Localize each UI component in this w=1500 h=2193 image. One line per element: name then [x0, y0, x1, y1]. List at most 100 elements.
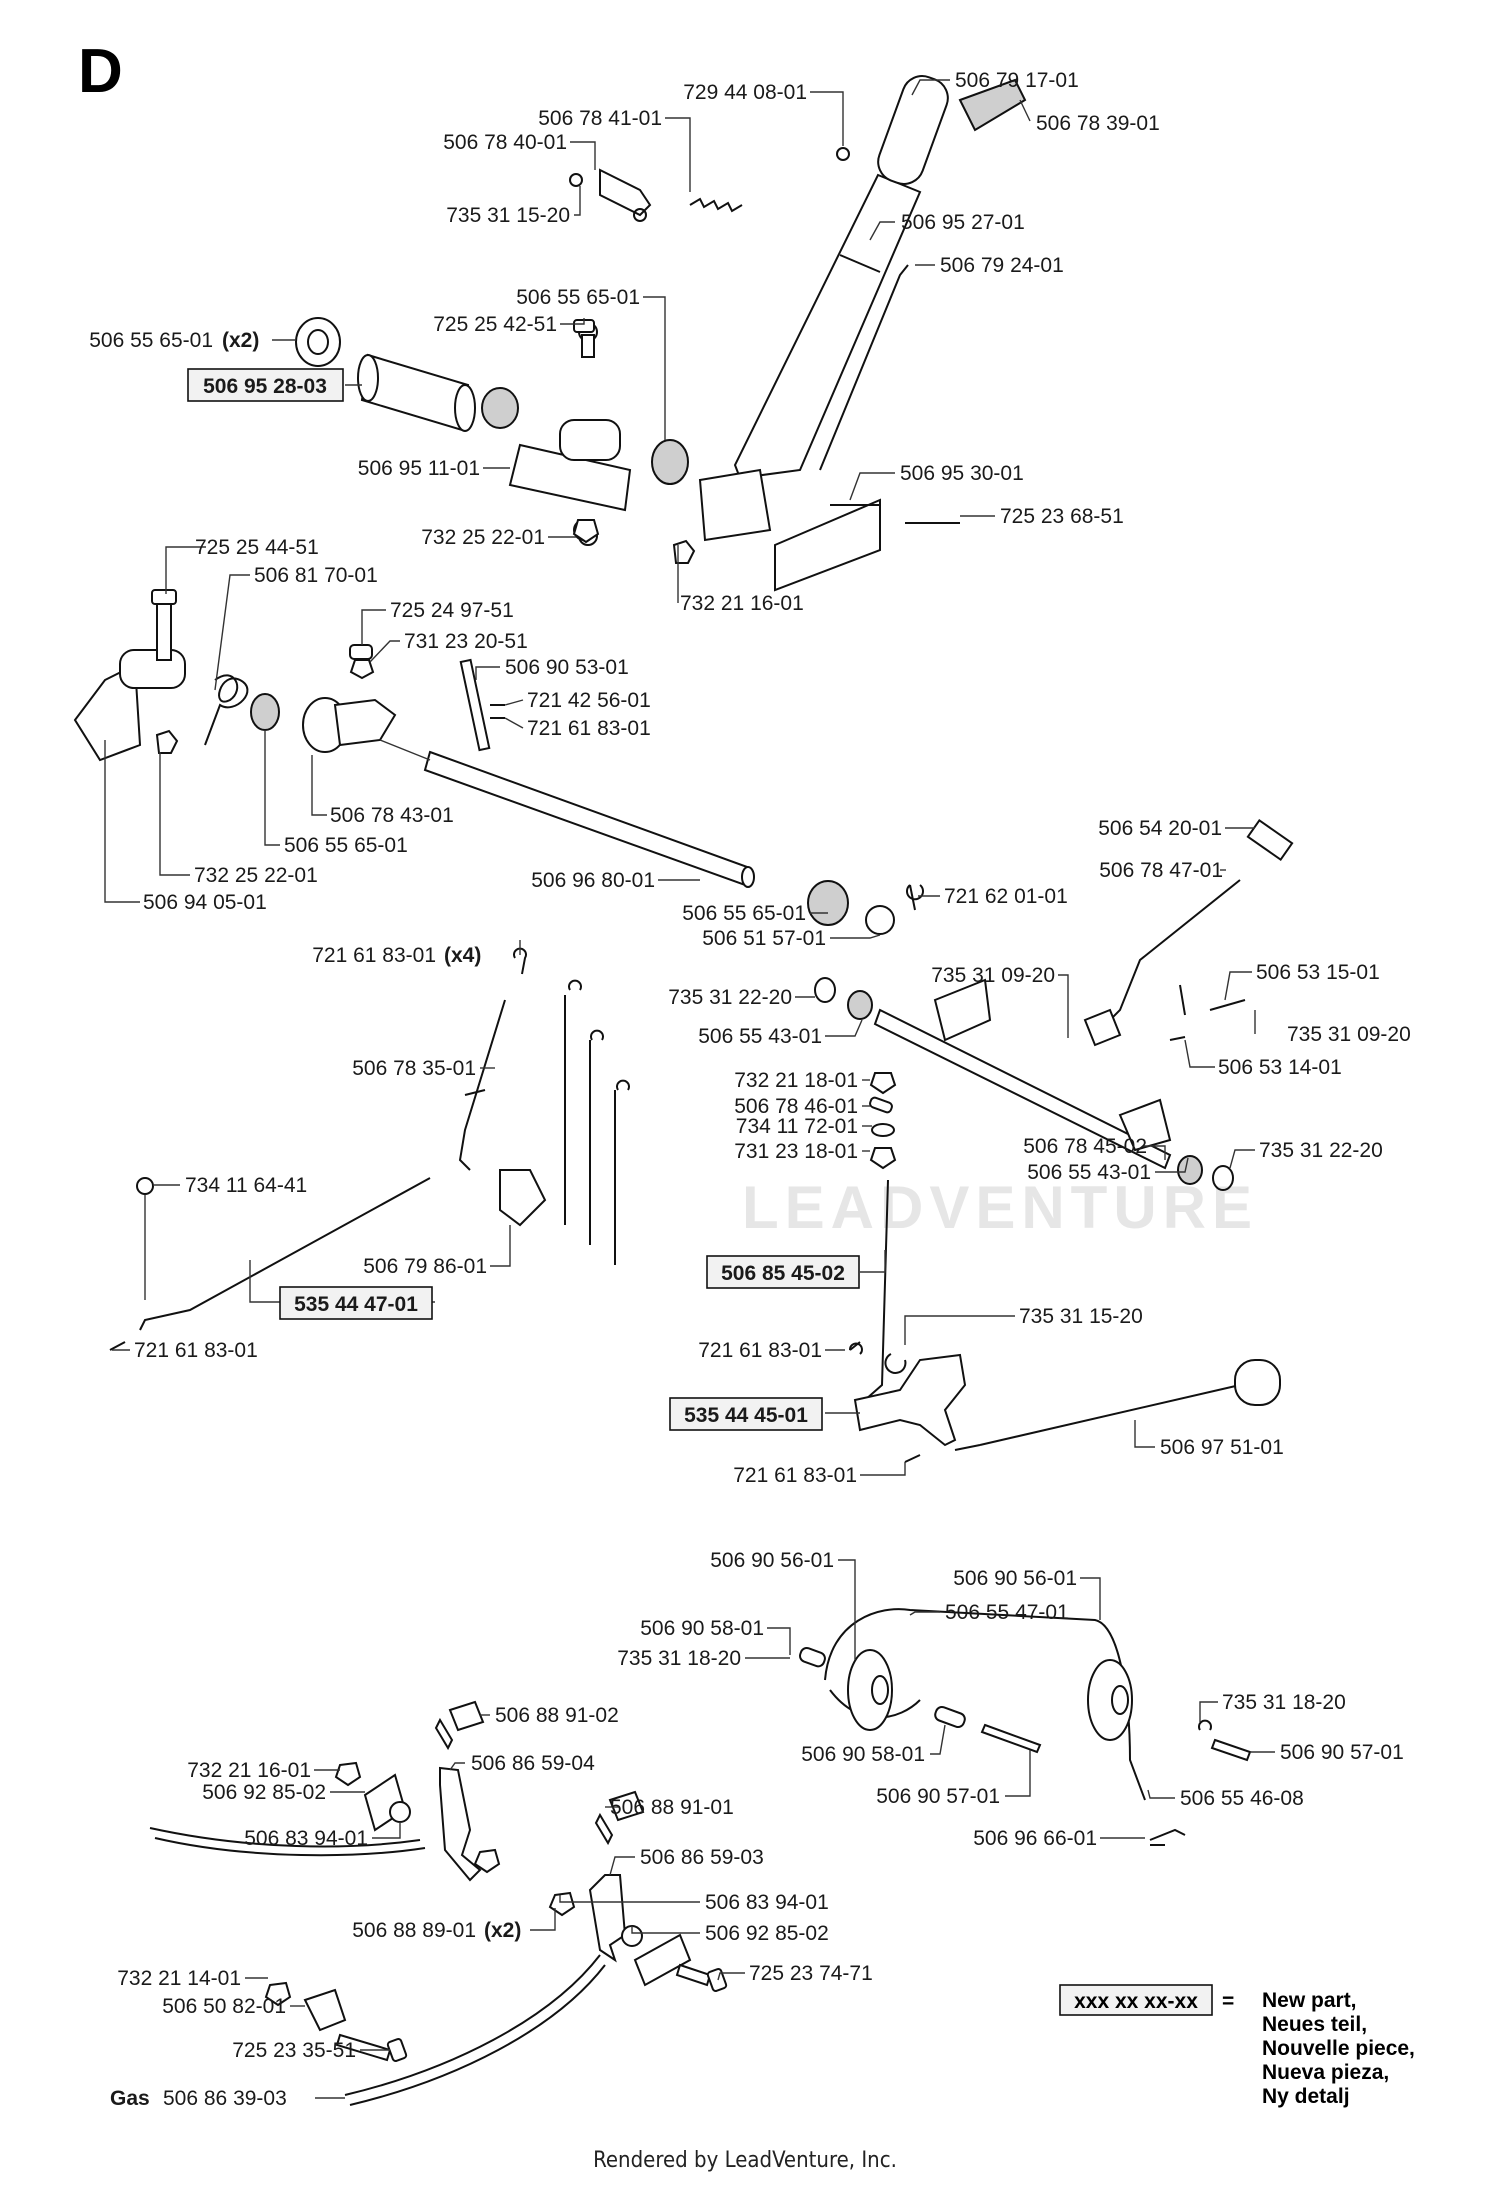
label-506-92-85-02-a: 506 92 85-02 — [202, 1781, 326, 1804]
label-732-25-22-01-b: 732 25 22-01 — [194, 864, 318, 887]
label-506-78-40-01: 506 78 40-01 — [443, 131, 567, 154]
label-506-55-43-01-b: 506 55 43-01 — [1027, 1161, 1151, 1184]
footer-credit: Rendered by LeadVenture, Inc. — [593, 2148, 897, 2173]
legend-sample-box — [1059, 1984, 1213, 2016]
label-506-78-45-02: 506 78 45-02 — [1023, 1135, 1147, 1158]
label-731-23-18-01: 731 23 18-01 — [734, 1140, 858, 1163]
label-506-90-53-01: 506 90 53-01 — [505, 656, 629, 679]
label-506-90-58-01-a: 506 90 58-01 — [640, 1617, 764, 1640]
label-506-96-66-01: 506 96 66-01 — [973, 1827, 1097, 1850]
label-506-55-47-01: 506 55 47-01 — [945, 1601, 1069, 1624]
label-725-23-68-51: 725 23 68-51 — [1000, 505, 1124, 528]
label-735-31-18-20-a: 735 31 18-20 — [617, 1647, 741, 1670]
label-506-79-24-01: 506 79 24-01 — [940, 254, 1064, 277]
label-721-61-83-01-c: 721 61 83-01 — [698, 1339, 822, 1362]
label-725-23-74-71: 725 23 74-71 — [749, 1962, 873, 1985]
part-labels: 729 44 08-01 506 79 17-01 506 78 41-01 5… — [89, 69, 1411, 2110]
label-506-79-17-01: 506 79 17-01 — [955, 69, 1079, 92]
label-506-92-85-02-b: 506 92 85-02 — [705, 1922, 829, 1945]
label-734-11-72-01: 734 11 72-01 — [736, 1115, 858, 1138]
legend-line-2: Neues teil, — [1262, 2013, 1367, 2036]
legend-pattern: xxx xx xx-xx — [1074, 1990, 1198, 2013]
label-506-86-39-03: 506 86 39-03 — [163, 2087, 287, 2110]
label-735-31-09-20-b: 735 31 09-20 — [1287, 1023, 1411, 1046]
new-part-box-506-85-45-02 — [706, 1255, 860, 1289]
label-506-83-94-01-a: 506 83 94-01 — [244, 1827, 368, 1850]
label-535-44-45-01: 535 44 45-01 — [684, 1404, 808, 1427]
part-drawings — [73, 75, 1294, 2106]
label-725-24-97-51: 725 24 97-51 — [390, 599, 514, 622]
label-506-51-57-01: 506 51 57-01 — [702, 927, 826, 950]
new-part-box-535-44-45-01 — [669, 1397, 823, 1431]
label-734-11-64-41: 734 11 64-41 — [185, 1174, 307, 1197]
label-721-61-83-01-d: 721 61 83-01 — [733, 1464, 857, 1487]
label-535-44-47-01: 535 44 47-01 — [294, 1293, 418, 1316]
label-725-23-35-51: 725 23 35-51 — [232, 2039, 356, 2062]
label-506-95-27-01: 506 95 27-01 — [901, 211, 1025, 234]
label-506-90-57-01-b: 506 90 57-01 — [876, 1785, 1000, 1808]
new-part-box-535-44-47-01 — [279, 1286, 433, 1320]
label-qty-x4: (x4) — [444, 944, 481, 967]
label-506-55-46-08: 506 55 46-08 — [1180, 1787, 1304, 1810]
label-506-96-80-01: 506 96 80-01 — [531, 869, 655, 892]
label-721-62-01-01: 721 62 01-01 — [944, 885, 1068, 908]
label-506-54-20-01: 506 54 20-01 — [1098, 817, 1222, 840]
legend-line-5: Ny detalj — [1262, 2085, 1350, 2108]
label-729-44-08-01: 729 44 08-01 — [683, 81, 807, 104]
watermark: LEADVENTURE — [742, 1174, 1258, 1241]
label-732-21-16-01-a: 732 21 16-01 — [680, 592, 804, 615]
label-721-61-83-01-a: 721 61 83-01 — [527, 717, 651, 740]
label-506-86-59-03: 506 86 59-03 — [640, 1846, 764, 1869]
legend-line-4: Nueva pieza, — [1262, 2061, 1389, 2084]
label-732-25-22-01-a: 732 25 22-01 — [421, 526, 545, 549]
label-506-78-47-01: 506 78 47-01 — [1099, 859, 1223, 882]
label-506-85-45-02: 506 85 45-02 — [721, 1262, 845, 1285]
label-506-90-57-01-a: 506 90 57-01 — [1280, 1741, 1404, 1764]
legend-line-3: Nouvelle piece, — [1262, 2037, 1415, 2060]
label-721-61-83-01-b: 721 61 83-01 — [134, 1339, 258, 1362]
label-735-31-15-20-a: 735 31 15-20 — [446, 204, 570, 227]
label-506-88-91-02: 506 88 91-02 — [495, 1704, 619, 1727]
label-506-95-28-03: 506 95 28-03 — [203, 375, 327, 398]
label-506-78-43-01: 506 78 43-01 — [330, 804, 454, 827]
label-506-81-70-01: 506 81 70-01 — [254, 564, 378, 587]
label-732-21-14-01: 732 21 14-01 — [117, 1967, 241, 1990]
label-721-61-83-01-x4: 721 61 83-01 — [312, 944, 436, 967]
label-506-88-89-01-x2: 506 88 89-01 — [352, 1919, 476, 1942]
label-735-31-18-20-b: 735 31 18-20 — [1222, 1691, 1346, 1714]
label-506-55-65-01-c: 506 55 65-01 — [682, 902, 806, 925]
label-506-78-39-01: 506 78 39-01 — [1036, 112, 1160, 135]
label-506-55-65-01-x2: 506 55 65-01 — [89, 329, 213, 352]
label-506-53-15-01: 506 53 15-01 — [1256, 961, 1380, 984]
label-506-90-56-01-a: 506 90 56-01 — [710, 1549, 834, 1572]
label-506-55-65-01-a: 506 55 65-01 — [516, 286, 640, 309]
label-735-31-22-20-b: 735 31 22-20 — [1259, 1139, 1383, 1162]
label-506-94-05-01: 506 94 05-01 — [143, 891, 267, 914]
label-506-79-86-01: 506 79 86-01 — [363, 1255, 487, 1278]
label-506-83-94-01-b: 506 83 94-01 — [705, 1891, 829, 1914]
label-506-55-43-01-a: 506 55 43-01 — [698, 1025, 822, 1048]
label-506-90-58-01-b: 506 90 58-01 — [801, 1743, 925, 1766]
label-qty-x2-b: (x2) — [484, 1919, 521, 1942]
label-gas-prefix: Gas — [110, 2087, 150, 2110]
label-506-88-91-01: 506 88 91-01 — [610, 1796, 734, 1819]
label-506-95-11-01: 506 95 11-01 — [358, 457, 480, 480]
legend-line-1: New part, — [1262, 1989, 1357, 2012]
legend: xxx xx xx-xx = New part, Neues teil, Nou… — [1059, 1984, 1415, 2108]
label-725-25-42-51: 725 25 42-51 — [433, 313, 557, 336]
label-735-31-15-20-b: 735 31 15-20 — [1019, 1305, 1143, 1328]
label-506-90-56-01-b: 506 90 56-01 — [953, 1567, 1077, 1590]
label-732-21-18-01: 732 21 18-01 — [734, 1069, 858, 1092]
section-letter: D — [78, 37, 123, 106]
label-506-50-82-01: 506 50 82-01 — [162, 1995, 286, 2018]
label-721-42-56-01: 721 42 56-01 — [527, 689, 651, 712]
label-506-78-46-01: 506 78 46-01 — [734, 1095, 858, 1118]
label-qty-x2-a: (x2) — [222, 329, 259, 352]
label-506-78-35-01: 506 78 35-01 — [352, 1057, 476, 1080]
label-732-21-16-01-b: 732 21 16-01 — [187, 1759, 311, 1782]
label-735-31-09-20-a: 735 31 09-20 — [931, 964, 1055, 987]
label-506-55-65-01-b: 506 55 65-01 — [284, 834, 408, 857]
leader-lines — [104, 79, 1275, 2099]
label-506-97-51-01: 506 97 51-01 — [1160, 1436, 1284, 1459]
